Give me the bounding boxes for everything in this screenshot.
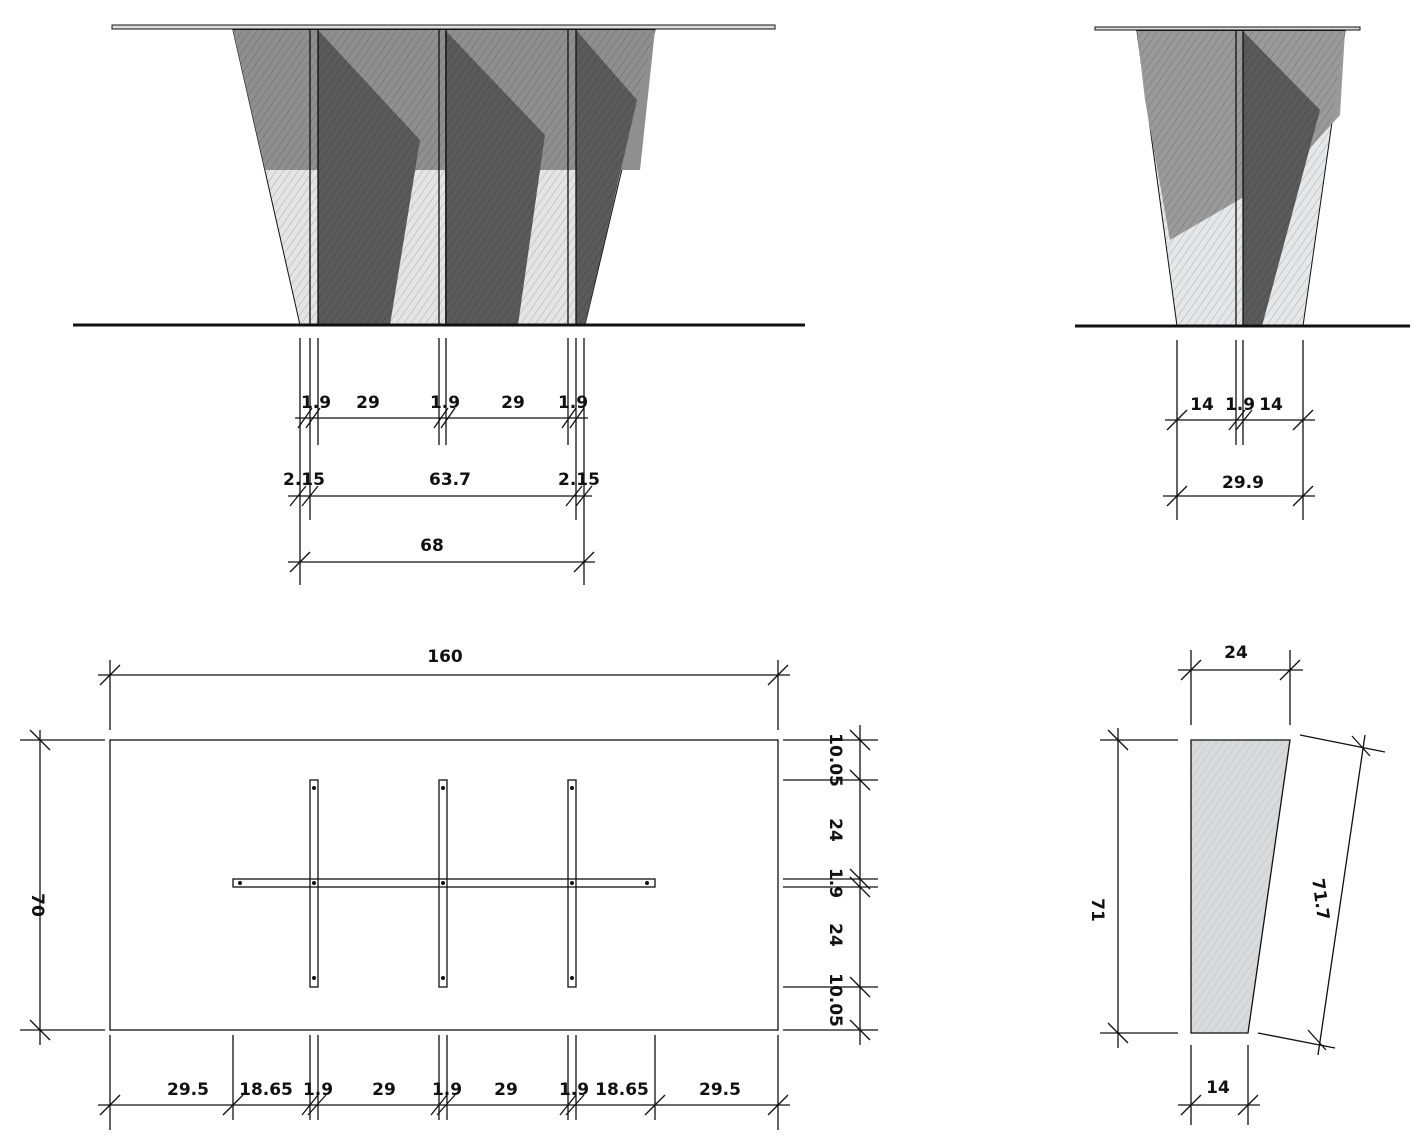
dim-label: 63.7 [429, 470, 471, 490]
dim-top: 24 [1224, 643, 1248, 663]
dim-label: 29 [372, 1080, 396, 1100]
dim-label: 10.05 [825, 733, 845, 787]
dim-label: 1.9 [825, 868, 845, 898]
plan-view: 160 70 10.05 24 1.9 24 10.05 29.5 18.65 … [20, 647, 878, 1130]
dim-label: 29.5 [167, 1080, 209, 1100]
table-top [1094, 26, 1361, 31]
table-top-outline [109, 739, 779, 1031]
dim-label: 29.5 [699, 1080, 741, 1100]
fin-lines [309, 30, 577, 325]
front-elevation: 1.9 29 1.9 29 1.9 2.15 63.7 2.15 68 [73, 24, 805, 585]
dim-width: 160 [427, 647, 463, 667]
table-top [111, 24, 776, 30]
dim-label: 18.65 [595, 1080, 649, 1100]
dim-label: 1.9 [559, 1080, 589, 1100]
base-frame [232, 779, 656, 988]
dim-label: 1.9 [303, 1080, 333, 1100]
dim-label: 68 [420, 536, 444, 556]
dim-label: 10.05 [825, 973, 845, 1027]
leg-detail: 24 14 71 71.7 [1087, 643, 1386, 1125]
dim-bottom: 14 [1206, 1078, 1230, 1098]
dim-height: 71 [1087, 898, 1107, 922]
dim-label: 29 [356, 393, 380, 413]
dim-label: 1.9 [432, 1080, 462, 1100]
dim-label: 1.9 [558, 393, 588, 413]
dim-label: 29.9 [1222, 473, 1264, 493]
dim-label: 1.9 [1225, 395, 1255, 415]
dim-label: 2.15 [558, 470, 600, 490]
dim-depth: 70 [27, 893, 47, 917]
dim-label: 29 [501, 393, 525, 413]
dim-label: 1.9 [301, 393, 331, 413]
dim-label: 24 [825, 818, 845, 842]
dim-slant: 71.7 [1307, 877, 1333, 921]
dim-label: 18.65 [239, 1080, 293, 1100]
side-elevation: 14 1.9 14 29.9 [1075, 26, 1410, 520]
dimension-lines [288, 338, 595, 585]
dim-label: 24 [825, 923, 845, 947]
dim-label: 14 [1259, 395, 1283, 415]
dim-label: 2.15 [283, 470, 325, 490]
dim-label: 14 [1190, 395, 1214, 415]
dim-label: 29 [494, 1080, 518, 1100]
dim-label: 1.9 [430, 393, 460, 413]
